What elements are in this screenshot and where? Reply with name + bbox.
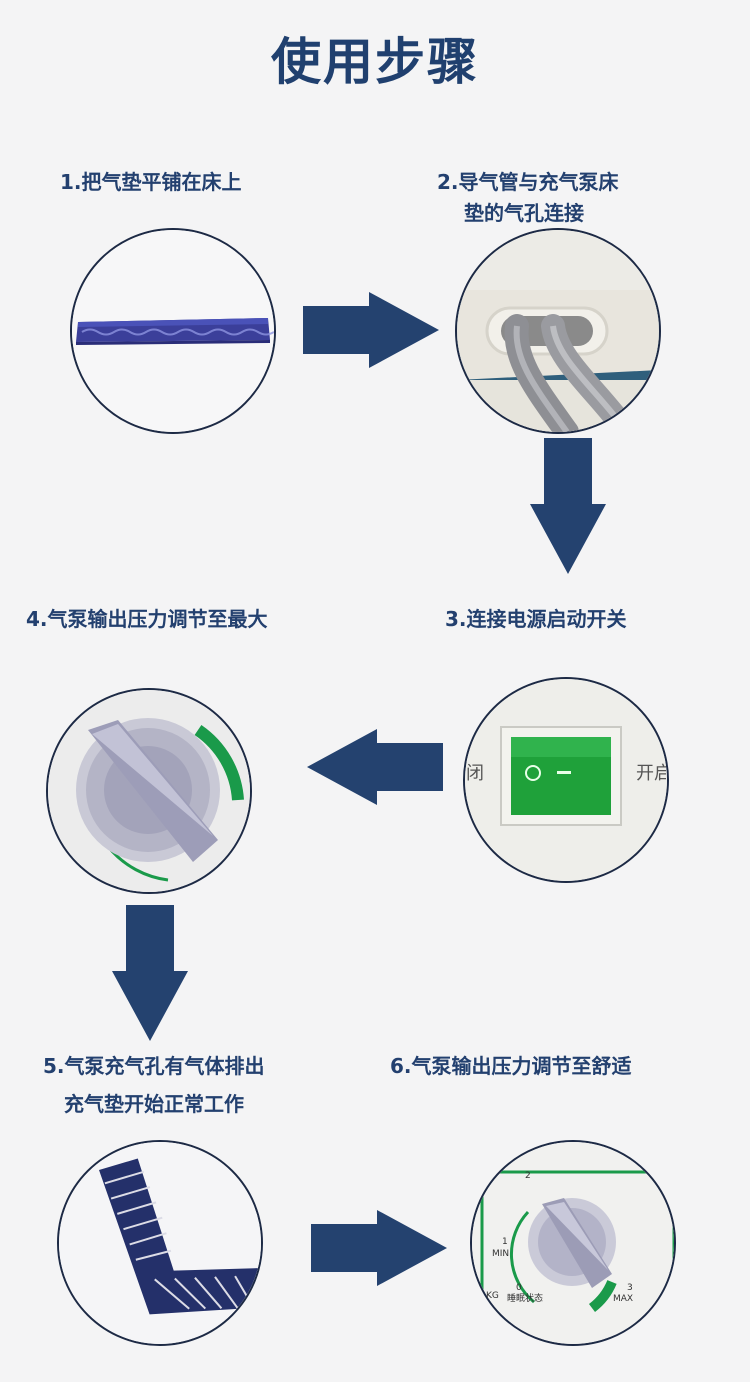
arrow-down-icon — [530, 438, 606, 574]
step-3-image — [463, 677, 669, 883]
dial-mark-min: MIN — [492, 1249, 510, 1259]
step-1-image — [70, 228, 276, 434]
step-1-label: 1.把气垫平铺在床上 — [60, 170, 242, 194]
page-title: 使用步骤 — [271, 33, 479, 91]
step-5-image — [57, 1140, 263, 1346]
dial-mark-3: 3 — [627, 1283, 633, 1293]
dial-mark-2: 2 — [525, 1171, 531, 1181]
arrow-right-icon — [303, 292, 439, 368]
step-2-label-line1: 2.导气管与充气泵床 — [437, 170, 619, 194]
arrow-right-icon — [311, 1210, 447, 1286]
dial-mark-1: 1 — [502, 1237, 508, 1247]
dial-mark-kg: KG — [486, 1291, 499, 1301]
step-5-label-line1: 5.气泵充气孔有气体排出 — [43, 1054, 265, 1078]
arrow-down-icon — [112, 905, 188, 1041]
dial-mark-0: 0 — [516, 1283, 522, 1293]
dial-sleep-text: 睡眠状态 — [507, 1294, 544, 1304]
step-4-label: 4.气泵输出压力调节至最大 — [26, 607, 268, 631]
step-6-label: 6.气泵输出压力调节至舒适 — [390, 1054, 632, 1078]
step-5-label-line2: 充气垫开始正常工作 — [64, 1092, 244, 1116]
step-2-label-line2: 垫的气孔连接 — [464, 201, 584, 225]
step-6-image — [470, 1140, 676, 1346]
step-3-label: 3.连接电源启动开关 — [445, 607, 627, 631]
step-2-image — [455, 228, 661, 434]
arrow-left-icon — [307, 729, 443, 805]
switch-off-text: 闭 — [466, 763, 484, 784]
step-4-image — [46, 688, 252, 894]
switch-on-text: 开启 — [636, 763, 666, 784]
dial-mark-max: MAX — [613, 1294, 634, 1304]
